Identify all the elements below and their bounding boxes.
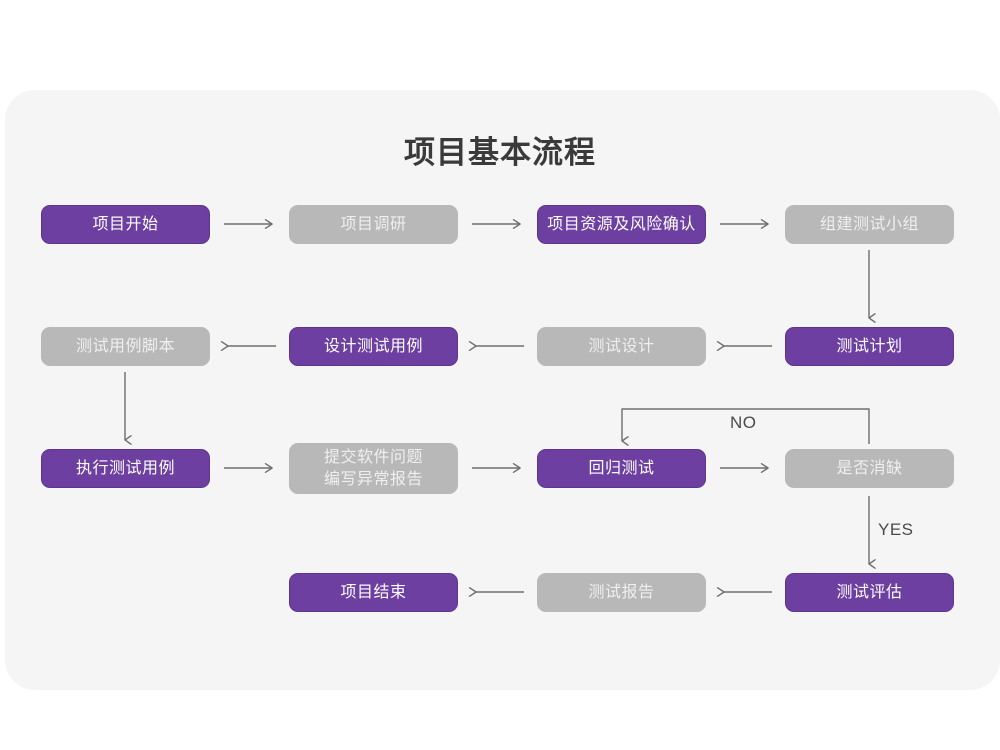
- node-resource-risk-confirm[interactable]: 项目资源及风险确认: [537, 205, 706, 244]
- node-submit-issue-report[interactable]: 提交软件问题 编写异常报告: [289, 443, 458, 494]
- edge-label-no: NO: [730, 413, 757, 432]
- node-test-plan[interactable]: 测试计划: [785, 327, 954, 366]
- node-regression-test[interactable]: 回归测试: [537, 449, 706, 488]
- node-design-test-case[interactable]: 设计测试用例: [289, 327, 458, 366]
- node-project-end[interactable]: 项目结束: [289, 573, 458, 612]
- node-form-test-team[interactable]: 组建测试小组: [785, 205, 954, 244]
- node-test-design[interactable]: 测试设计: [537, 327, 706, 366]
- node-execute-test-case[interactable]: 执行测试用例: [41, 449, 210, 488]
- page-title: 项目基本流程: [404, 135, 596, 170]
- node-test-evaluation[interactable]: 测试评估: [785, 573, 954, 612]
- node-project-start[interactable]: 项目开始: [41, 205, 210, 244]
- node-project-research[interactable]: 项目调研: [289, 205, 458, 244]
- node-defect-cleared-decision[interactable]: 是否消缺: [785, 449, 954, 488]
- node-test-case-script[interactable]: 测试用例脚本: [41, 327, 210, 366]
- edge-label-yes: YES: [878, 520, 914, 539]
- node-test-report[interactable]: 测试报告: [537, 573, 706, 612]
